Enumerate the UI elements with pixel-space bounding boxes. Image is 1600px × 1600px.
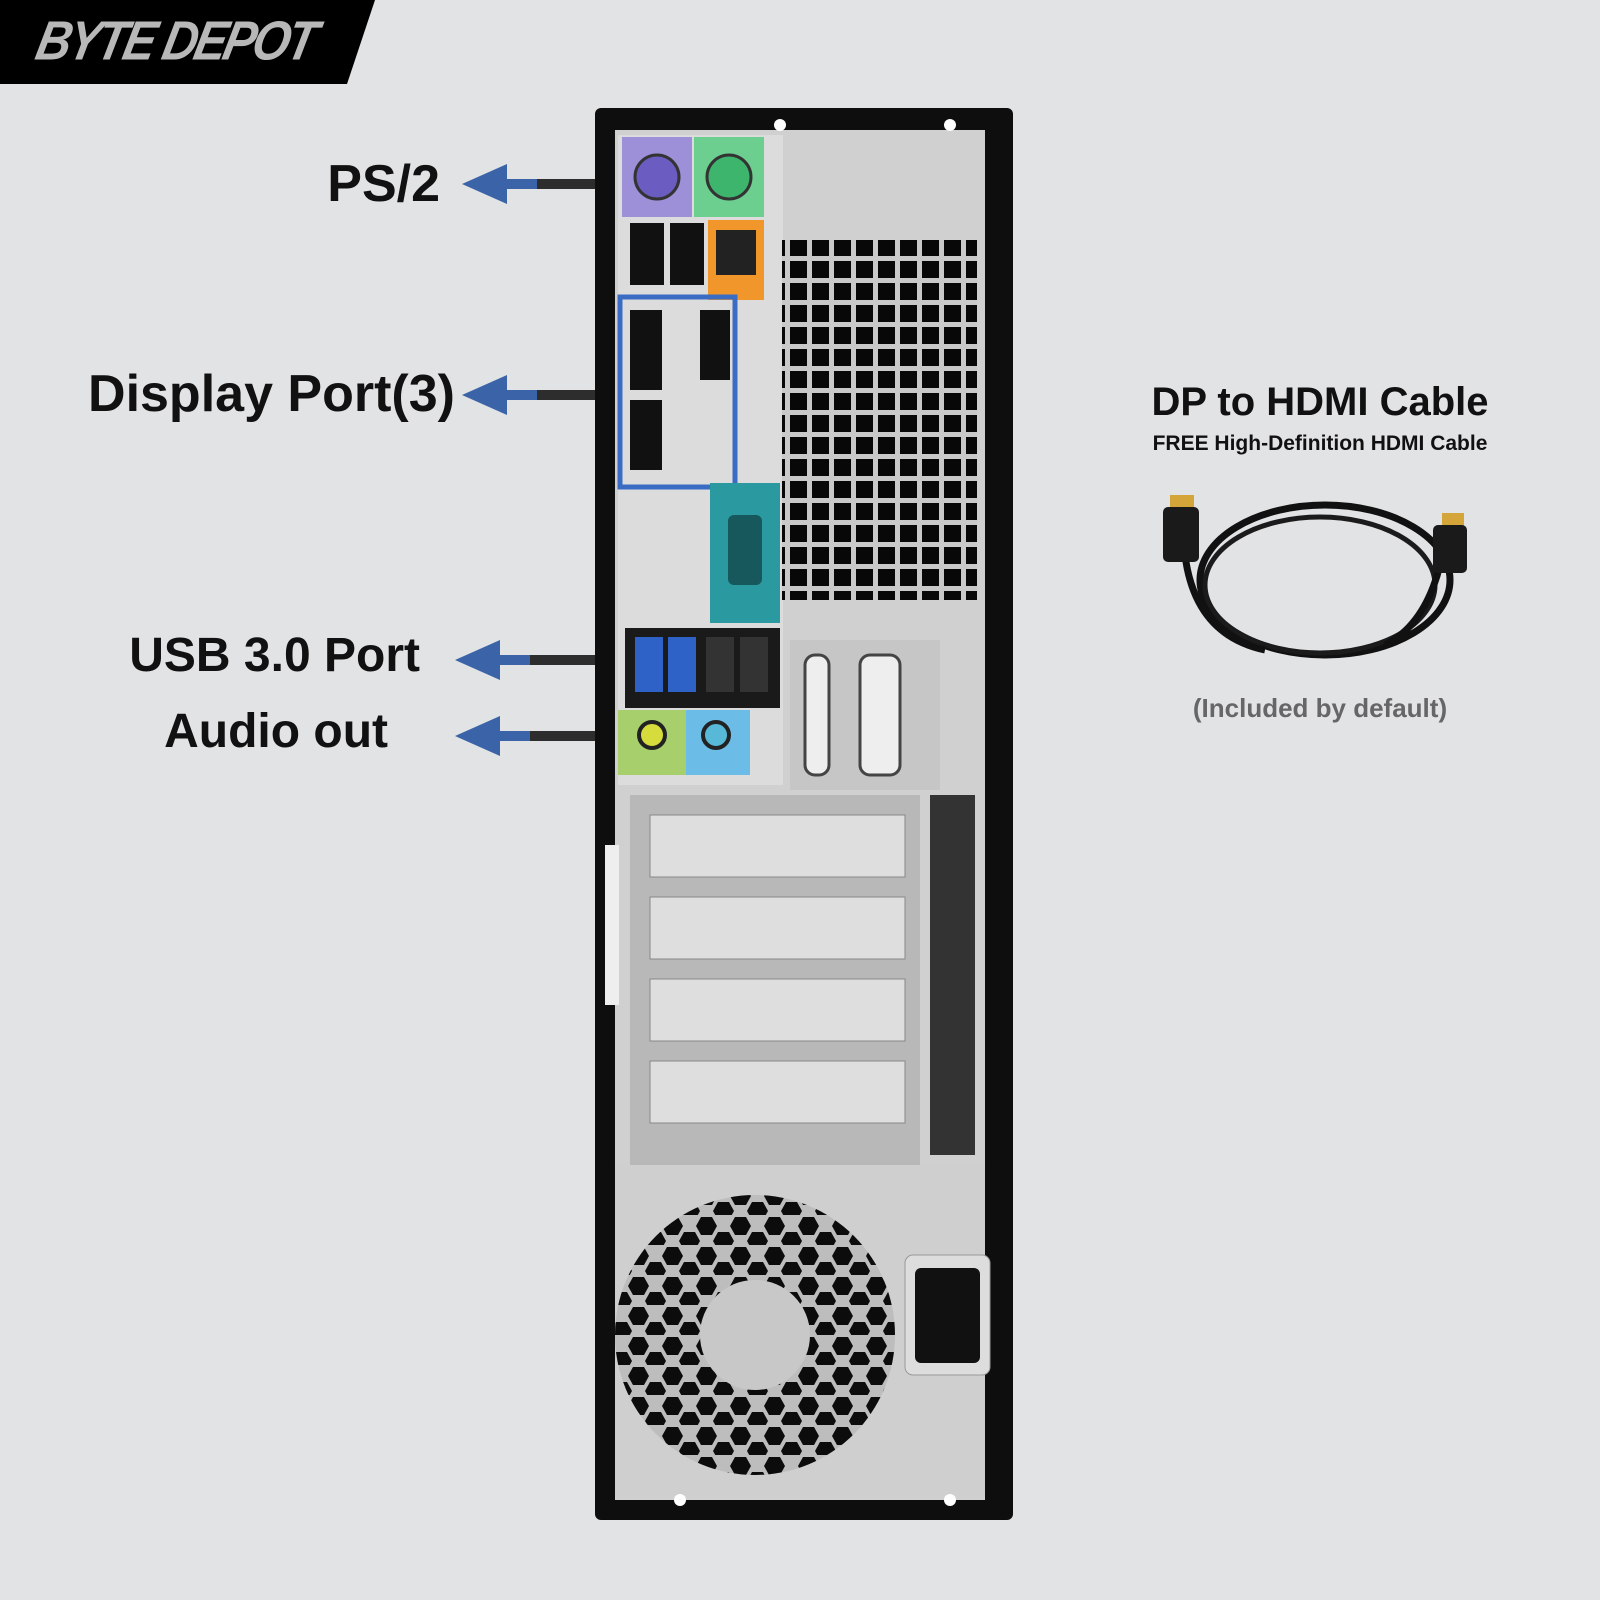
- logo-banner: [0, 0, 375, 84]
- callout-displayport-label: Display Port(3): [88, 365, 455, 423]
- usb-port: [630, 223, 664, 285]
- displayport: [700, 310, 730, 380]
- displayport: [630, 400, 662, 470]
- usb-port: [670, 223, 704, 285]
- arrow-icon: [462, 164, 597, 204]
- hdmi-cable-image: [1163, 495, 1467, 659]
- vent-grille: [782, 240, 977, 600]
- callout-ps2-label: PS/2: [327, 155, 440, 213]
- expansion-slots: [630, 795, 975, 1165]
- cable-subtitle: FREE High-Definition HDMI Cable: [1152, 432, 1488, 455]
- displayport: [630, 310, 662, 390]
- arrow-icon: [462, 375, 597, 415]
- callout-audio-label: Audio out: [164, 705, 388, 758]
- arrow-icon: [455, 716, 595, 756]
- desktop-tower-rear: [595, 108, 1013, 1520]
- cable-note: (Included by default): [1192, 693, 1448, 723]
- hdmi-connector: [1170, 495, 1194, 509]
- cable-title: DP to HDMI Cable: [1151, 380, 1489, 424]
- arrow-icon: [455, 640, 595, 680]
- displayport-connector: [1442, 513, 1464, 527]
- displayport-highlight-box: [617, 294, 738, 490]
- brand-name: BYTE DEPOT: [30, 11, 321, 73]
- callout-usb-label: USB 3.0 Port: [129, 629, 420, 682]
- brand-logo: BYTE DEPOT: [0, 0, 380, 84]
